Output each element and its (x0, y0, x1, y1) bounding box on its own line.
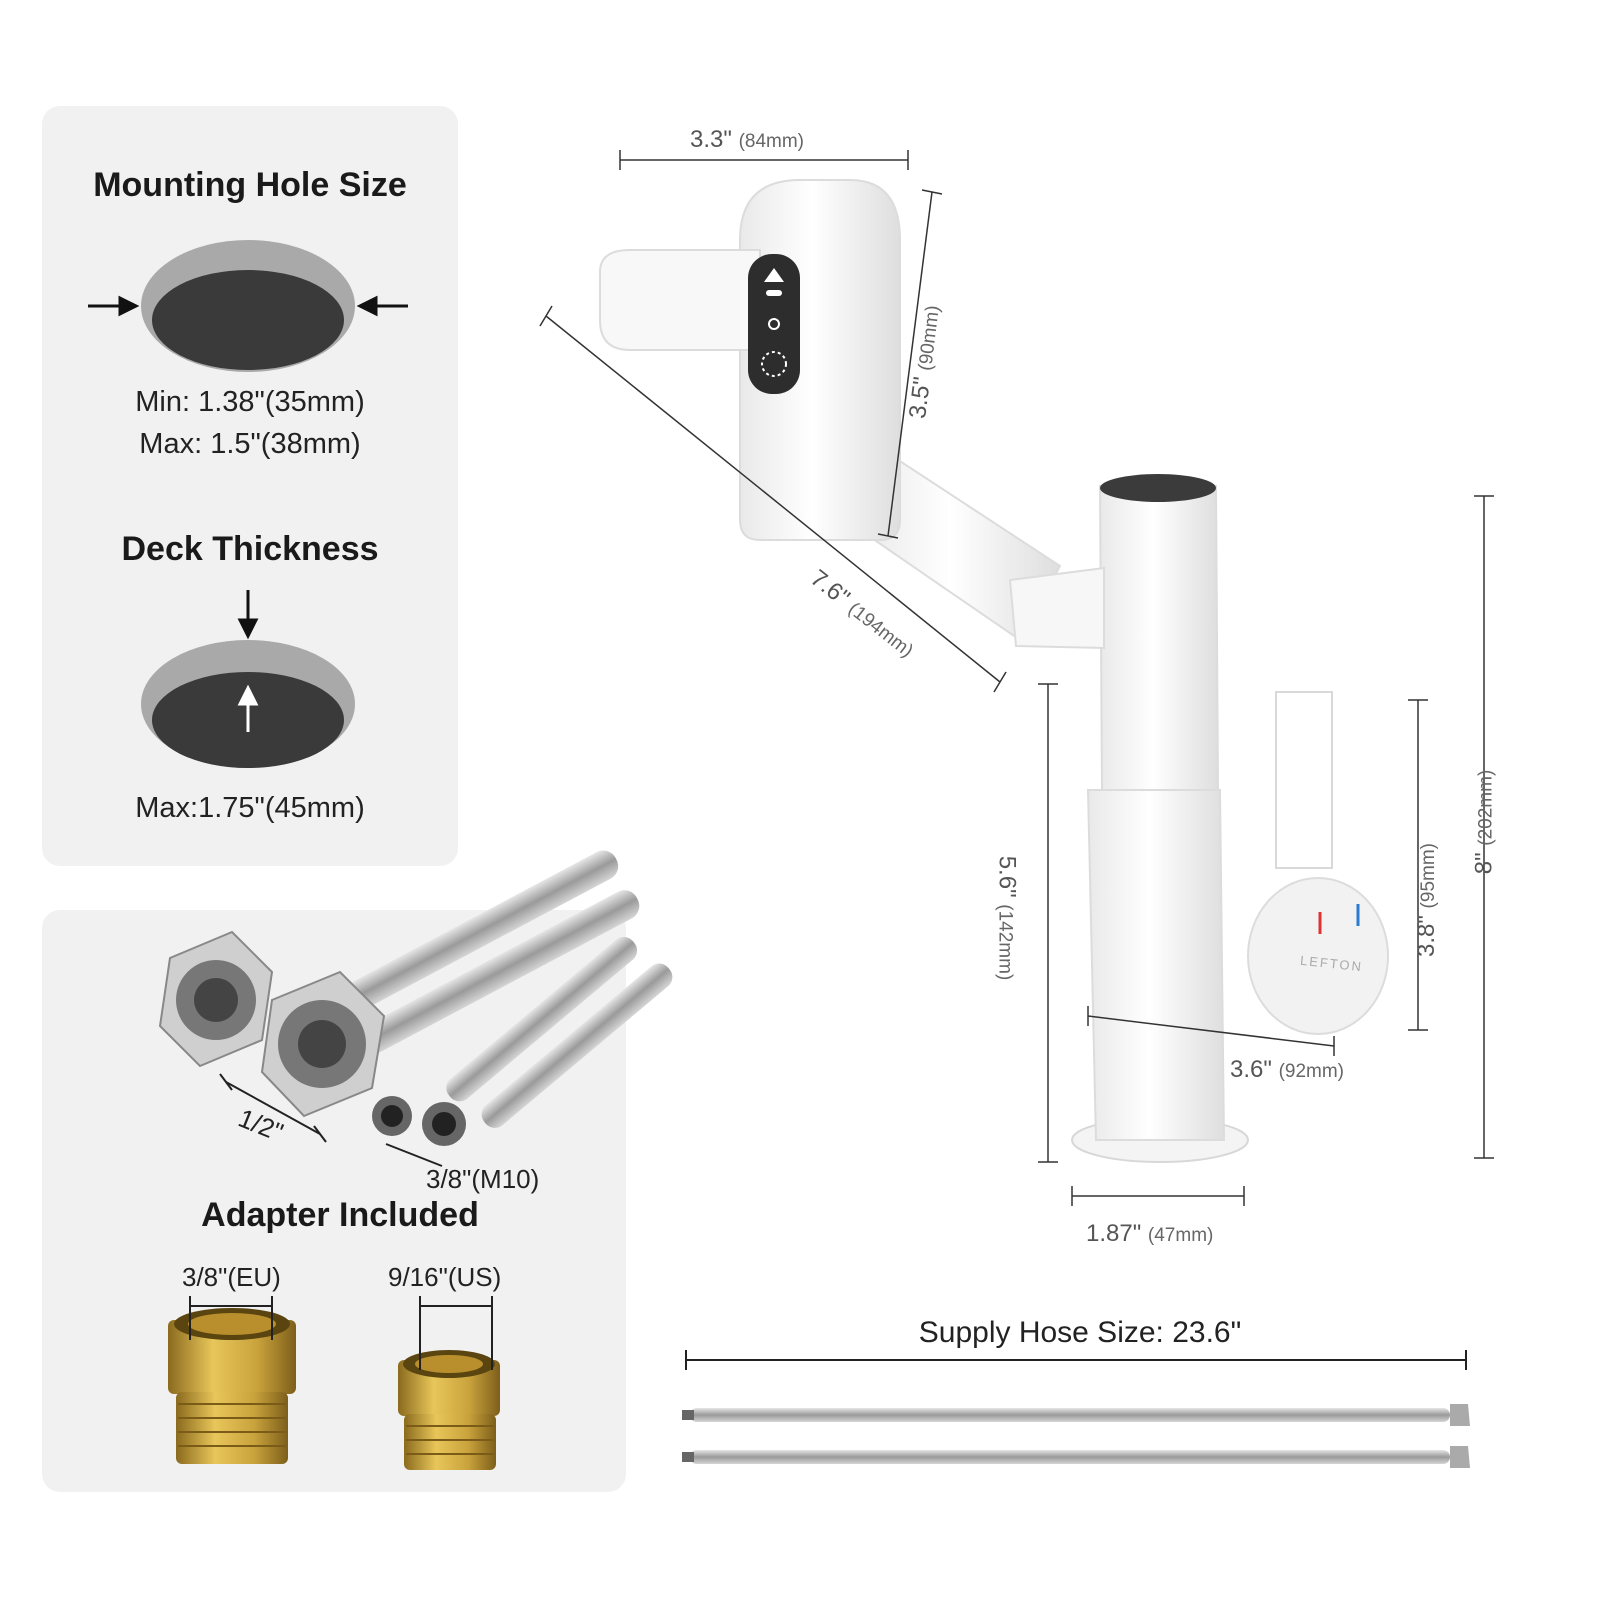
mode-button-icon (766, 290, 782, 296)
deck-thickness-title: Deck Thickness (121, 530, 379, 568)
hex-nut-fitting (260, 970, 386, 1118)
brass-adapter-eu (168, 1308, 296, 1464)
reach-label: 3.6" (92mm) (1230, 1056, 1345, 1083)
supply-hose (682, 1404, 1470, 1426)
column-top (1100, 474, 1216, 502)
mounting-min-text: Min: 1.38"(35mm) (135, 386, 365, 418)
spray-control-panel (748, 254, 800, 394)
mounting-max-text: Max: 1.5"(38mm) (139, 428, 361, 460)
braided-hose (446, 936, 673, 1128)
spray-pattern-icon (761, 351, 787, 377)
left-arrow-icon (88, 295, 140, 317)
three-eighths-label: 3/8"(M10) (426, 1164, 540, 1194)
base-width-label: 1.87" (47mm) (1086, 1220, 1214, 1247)
faucet-upper-column (1098, 485, 1220, 791)
adapter-us-label: 9/16"(US) (388, 1262, 502, 1292)
hex-nut-fitting (158, 930, 274, 1068)
adapter-eu-marker (189, 1296, 273, 1340)
arrow-up-icon (764, 268, 784, 282)
faucet-handle-knob (1247, 877, 1389, 1035)
body-height-label: 5.6" (142mm) (993, 855, 1021, 981)
down-arrow-icon (237, 590, 259, 640)
brass-adapter-us (398, 1350, 500, 1470)
power-button-icon (768, 318, 780, 330)
supply-hose-dimension (685, 1350, 1467, 1370)
spout-width-label: 3.3" (84mm) (690, 126, 805, 153)
mounting-hole-title: Mounting Hole Size (93, 166, 407, 204)
half-inch-marker (219, 1073, 327, 1143)
deck-max-text: Max:1.75"(45mm) (135, 792, 365, 824)
up-arrow-icon (237, 684, 259, 732)
right-arrow-icon (356, 295, 408, 317)
adapter-us-marker (419, 1296, 493, 1370)
faucet-handle-lever (1275, 691, 1333, 869)
mounting-hole-inner (152, 270, 344, 370)
dimension-lines (539, 150, 1494, 1206)
supply-hose-label: Supply Hose Size: 23.6" (918, 1316, 1242, 1349)
faucet-lower-body (1086, 789, 1226, 1141)
adapter-title: Adapter Included (201, 1196, 479, 1234)
three-eighths-marker (385, 1143, 443, 1167)
total-height-label: 8" (202mm) (1470, 769, 1498, 875)
supply-hose (682, 1446, 1470, 1468)
handle-height-label: 3.8" (95mm) (1413, 842, 1441, 958)
faucet-arm-joint (1008, 566, 1105, 650)
braided-hose (331, 850, 640, 1058)
threaded-end-fitting (372, 1096, 466, 1146)
adapter-eu-label: 3/8"(EU) (182, 1262, 281, 1292)
faucet-spout-nozzle (599, 249, 761, 351)
